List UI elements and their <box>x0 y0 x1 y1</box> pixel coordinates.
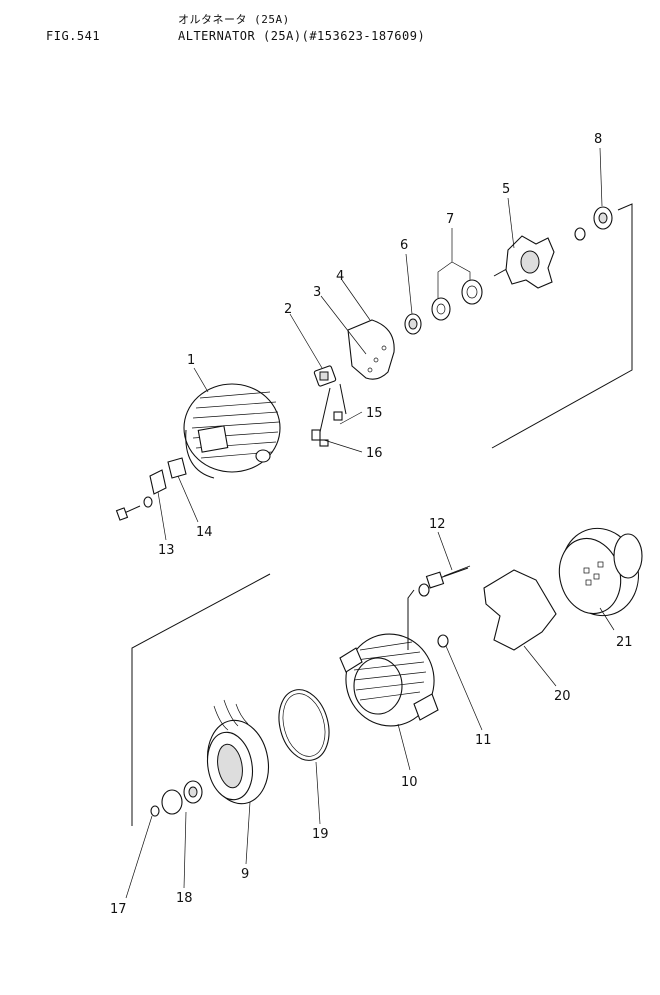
callout-3: 3 <box>313 285 321 300</box>
part-11-nut <box>437 634 449 648</box>
part-13-14-brushes-bolt <box>115 457 187 521</box>
assembly-line-upper <box>491 203 633 449</box>
callout-11: 11 <box>475 733 492 748</box>
part-6-bearing <box>404 313 422 335</box>
part-17-washer <box>150 805 160 817</box>
part-1-rear-housing <box>183 383 281 479</box>
assembly-line-lower <box>131 573 415 826</box>
callout-1: 1 <box>187 353 195 368</box>
part-12-bolt <box>418 565 471 597</box>
title-english: ALTERNATOR (25A)(#153623-187609) <box>178 29 426 43</box>
callout-19: 19 <box>312 827 329 842</box>
part-2-brush-holder <box>313 365 337 387</box>
callout-4: 4 <box>336 269 344 284</box>
callout-numbers: 1 2 3 4 5 6 7 8 9 10 11 12 13 14 15 16 1… <box>110 132 633 917</box>
part-9-stator <box>206 699 269 805</box>
callout-2: 2 <box>284 302 292 317</box>
figure-number: FIG.541 <box>46 29 101 43</box>
callout-9: 9 <box>241 867 249 882</box>
part-20-cover <box>483 569 557 651</box>
callout-10: 10 <box>401 775 418 790</box>
part-15-16-terminals <box>311 383 347 447</box>
callout-6: 6 <box>400 238 408 253</box>
title-japanese: オルタネータ (25A) <box>178 13 290 26</box>
part-5-rotor <box>493 235 555 289</box>
callout-21: 21 <box>616 635 633 650</box>
callout-17: 17 <box>110 902 127 917</box>
part-10-front-housing <box>339 633 439 727</box>
callout-16: 16 <box>366 446 383 461</box>
callout-13: 13 <box>158 543 175 558</box>
callout-14: 14 <box>196 525 213 540</box>
part-8-bearing <box>574 206 613 241</box>
part-4-bracket-plate <box>347 319 395 380</box>
callout-20: 20 <box>554 689 571 704</box>
part-19-o-ring <box>278 689 330 761</box>
part-18-bearing <box>161 780 203 815</box>
callout-12: 12 <box>429 517 446 532</box>
callout-7: 7 <box>446 212 454 227</box>
leader-lines <box>125 147 615 899</box>
callout-5: 5 <box>502 182 510 197</box>
callout-18: 18 <box>176 891 193 906</box>
part-21-pulley <box>558 527 643 617</box>
callout-8: 8 <box>594 132 602 147</box>
callout-15: 15 <box>366 406 383 421</box>
part-7-slip-rings <box>431 279 483 321</box>
